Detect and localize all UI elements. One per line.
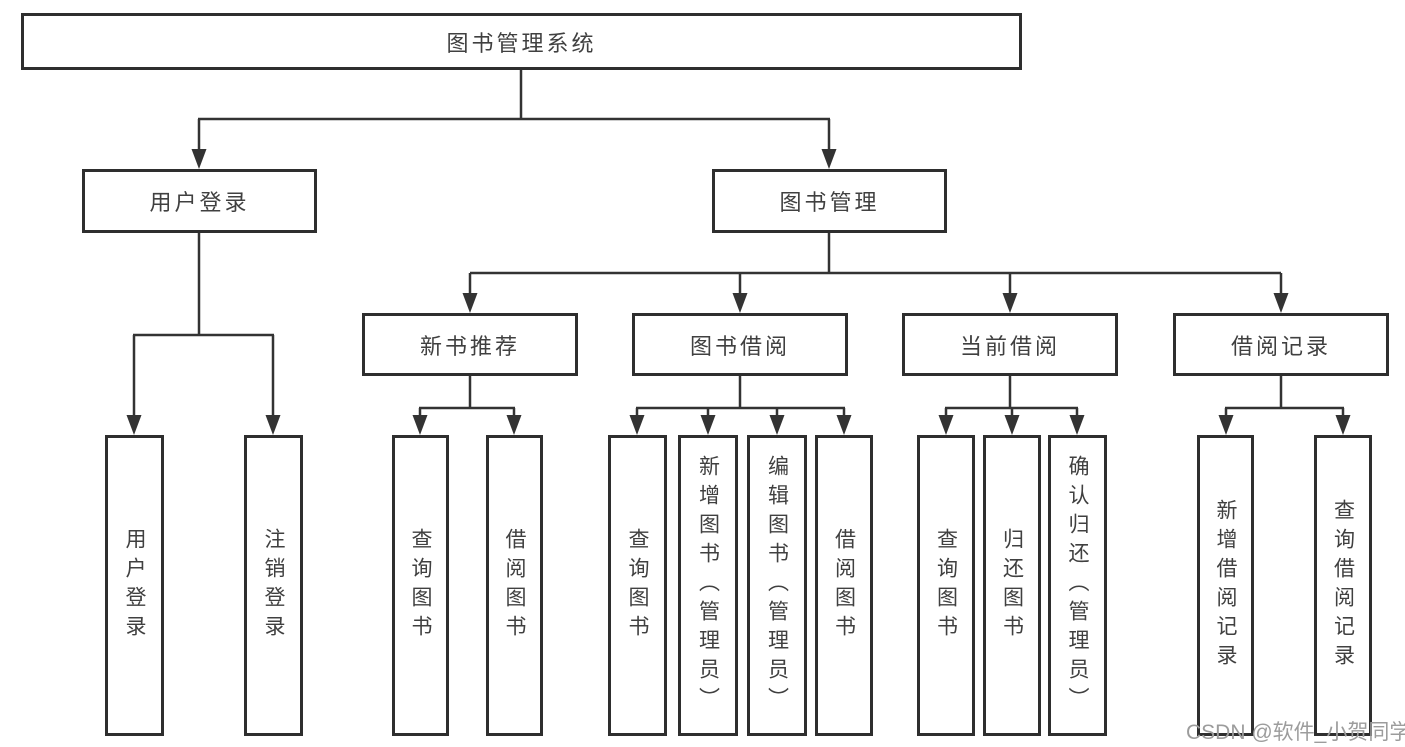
- node-label: 新增图书（管理员）: [696, 455, 720, 716]
- node-label: 新增借阅记录: [1214, 498, 1237, 673]
- leaf-borrow-query-books: 查询图书: [608, 435, 667, 736]
- node-label: 当前借阅: [959, 333, 1060, 359]
- leaf-borrow-books: 借阅图书: [815, 435, 873, 736]
- leaf-query-borrow-record: 查询借阅记录: [1314, 435, 1372, 736]
- leaf-user-login: 用户登录: [105, 435, 164, 736]
- leaf-recommend-query-books: 查询图书: [392, 435, 449, 736]
- node-current-borrow: 当前借阅: [902, 313, 1118, 376]
- node-book-management: 图书管理: [712, 169, 947, 233]
- node-user-login: 用户登录: [82, 169, 317, 233]
- node-label: 用户登录: [123, 527, 146, 644]
- node-label: 借阅记录: [1230, 333, 1331, 359]
- leaf-edit-books-admin: 编辑图书（管理员）: [747, 435, 807, 736]
- node-label: 图书管理: [779, 190, 880, 215]
- node-book-borrow: 图书借阅: [632, 313, 848, 376]
- node-new-book-recommend: 新书推荐: [362, 313, 578, 376]
- node-label: 查询借阅记录: [1331, 498, 1355, 673]
- node-label: 借阅图书: [832, 527, 856, 644]
- node-label: 新书推荐: [419, 333, 520, 359]
- node-root: 图书管理系统: [21, 13, 1022, 70]
- leaf-current-query-books: 查询图书: [917, 435, 975, 736]
- node-label: 确认归还（管理员）: [1066, 455, 1089, 716]
- leaf-add-books-admin: 新增图书（管理员）: [678, 435, 738, 736]
- leaf-add-borrow-record: 新增借阅记录: [1197, 435, 1254, 736]
- node-borrow-records: 借阅记录: [1173, 313, 1389, 376]
- node-label: 借阅图书: [503, 527, 526, 644]
- node-label: 用户登录: [149, 190, 250, 215]
- node-label: 图书借阅: [689, 333, 790, 359]
- node-label: 图书管理系统: [446, 30, 597, 56]
- node-label: 查询图书: [626, 527, 649, 644]
- leaf-recommend-borrow-books: 借阅图书: [486, 435, 543, 736]
- leaf-return-books: 归还图书: [983, 435, 1041, 736]
- arrowheads: [126, 149, 1351, 435]
- node-label: 查询图书: [409, 527, 432, 644]
- leaf-logout: 注销登录: [244, 435, 303, 736]
- leaf-confirm-return-admin: 确认归还（管理员）: [1048, 435, 1107, 736]
- node-label: 查询图书: [934, 527, 958, 644]
- node-label: 注销登录: [262, 527, 285, 644]
- node-label: 编辑图书（管理员）: [765, 455, 789, 716]
- csdn-watermark: CSDN @软件_小贺同学: [1186, 721, 1405, 744]
- node-label: 归还图书: [1000, 527, 1024, 644]
